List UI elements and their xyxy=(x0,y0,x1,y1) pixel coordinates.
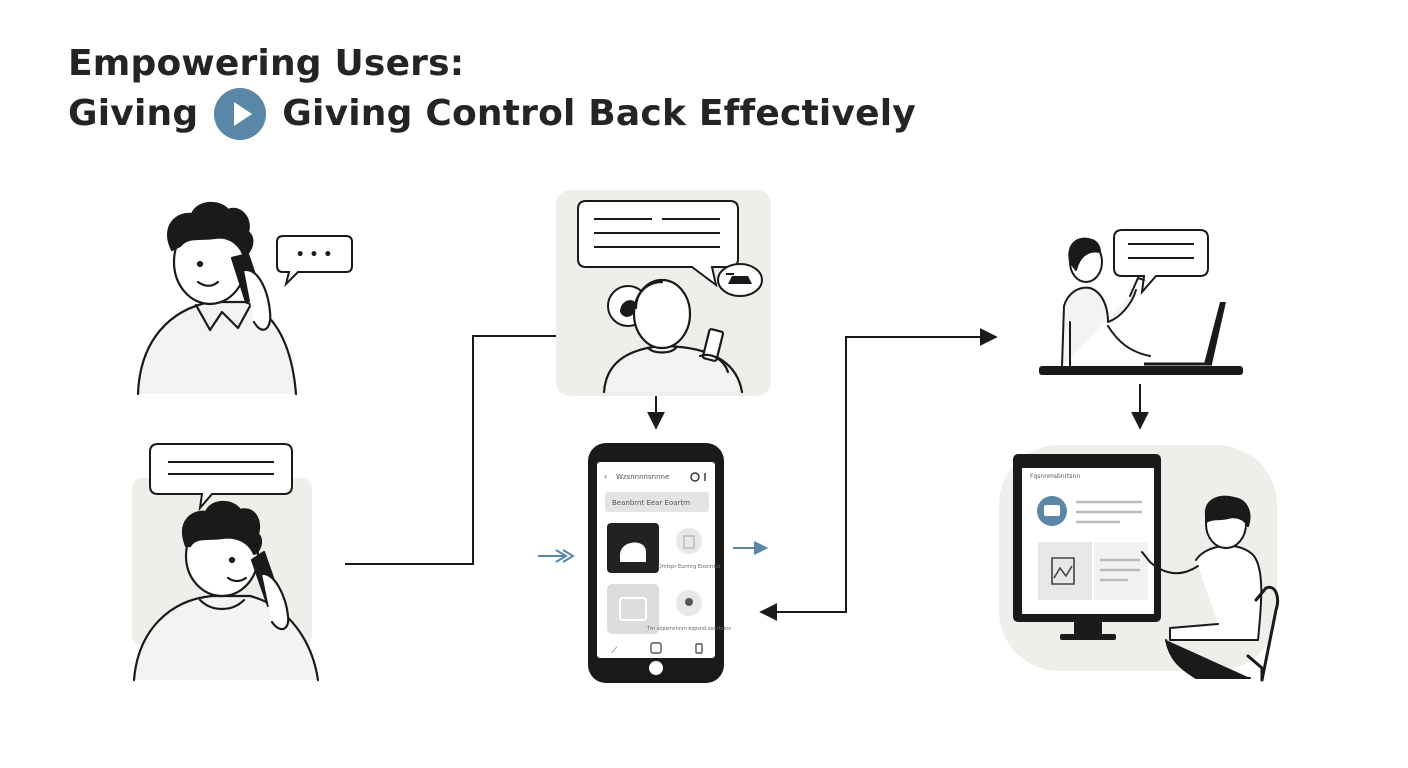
speech-bubble-message xyxy=(149,443,293,512)
page-title: Empowering Users: Giving Giving Control … xyxy=(68,40,916,140)
arrow-connector-1 xyxy=(345,327,576,565)
phone-tile-b xyxy=(676,528,702,554)
woman-at-laptop-figure xyxy=(1061,237,1151,367)
phone-home-button xyxy=(649,661,663,675)
phone-tile-b-caption: Dmtspr Eurmrg Eosnrrnd xyxy=(658,564,720,570)
car-icon xyxy=(717,263,763,297)
person-from-behind-figure xyxy=(602,278,744,394)
monitor-icon: Fqsnnmsbnrtsnn xyxy=(1013,454,1161,640)
title-line-2: Giving Giving Control Back Effectively xyxy=(68,88,916,140)
typing-dots: • • • xyxy=(296,247,333,263)
phone-search-text: Beanbrnt Eear Eoartm xyxy=(612,499,690,507)
arrow-connector-2 xyxy=(759,328,998,621)
user-calling-figure xyxy=(132,500,320,682)
man-at-monitor-figure xyxy=(1141,495,1280,682)
phone-header-text: Wzsnnnnsnnne xyxy=(616,473,669,481)
monitor-image-card xyxy=(1038,542,1092,600)
monitor-header-text: Fqsnnmsbnrtsnn xyxy=(1030,473,1080,480)
desk xyxy=(1039,366,1243,375)
user-on-phone-figure xyxy=(136,201,298,396)
phone-tile-d-caption: Tm sopsmsnnm ezpsnd.sonrbuns xyxy=(646,626,731,632)
play-icon xyxy=(214,88,267,140)
phone-search-bar xyxy=(605,492,709,512)
phone-nav-icon: ⟋ xyxy=(611,646,618,656)
phone-menu-icon xyxy=(690,472,700,482)
speech-bubble-woman xyxy=(1113,229,1209,296)
phone-tile-c xyxy=(607,584,659,634)
accent-arrow-in xyxy=(538,549,575,563)
title-line-2-right: Giving Control Back Effectively xyxy=(282,93,916,134)
title-line-2-left: Giving xyxy=(68,93,199,134)
phone-back-icon: ‹ xyxy=(604,472,607,481)
speech-bubble-agent xyxy=(577,200,739,288)
laptop-icon xyxy=(1144,302,1226,366)
accent-arrow-out xyxy=(733,541,769,555)
title-line-1: Empowering Users: xyxy=(68,43,465,84)
speech-bubble-typing: • • • xyxy=(276,235,353,288)
smartphone-icon: ‹ Wzsnnnnsnnne Beanbrnt Eear Eoartm Dmts… xyxy=(588,443,731,683)
